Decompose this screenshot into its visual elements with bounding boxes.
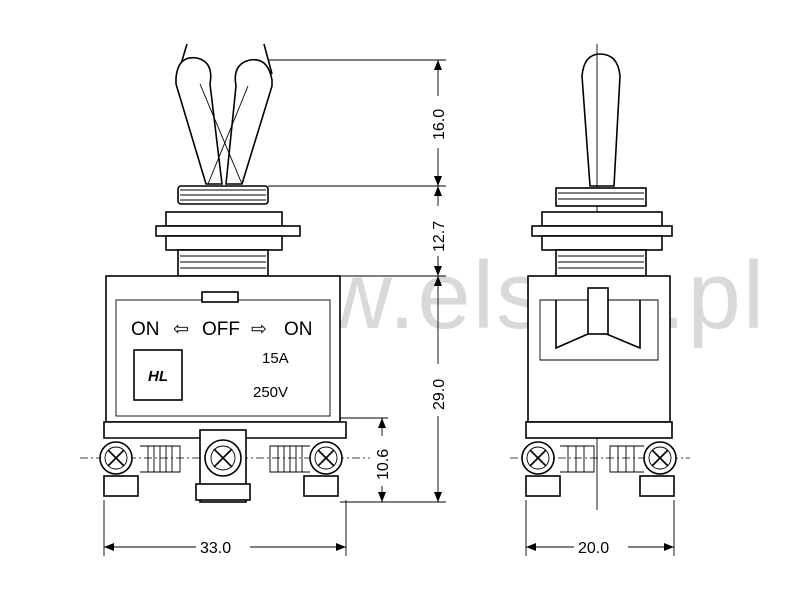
arrow-left-icon: ⇦ (173, 319, 189, 340)
label-off: OFF (202, 319, 240, 340)
dimension-lines (103, 59, 675, 556)
front-terminals (80, 421, 370, 503)
dim-width-front: 33.0 (200, 540, 231, 557)
side-terminals (510, 421, 690, 497)
arrow-right-icon: ⇨ (251, 319, 267, 340)
dim-terminal-height: 10.6 (375, 449, 392, 480)
front-body: HL (105, 275, 341, 423)
dim-bushing-height: 12.7 (431, 221, 448, 252)
label-on-left: ON (131, 319, 160, 340)
label-on-right: ON (284, 319, 313, 340)
dim-lever-travel: 16.0 (431, 109, 448, 140)
logo-box (133, 349, 183, 401)
side-lever (581, 53, 621, 187)
front-view: HL ON ⇦ OFF ⇨ ON 15A 250V (80, 43, 370, 503)
side-view (510, 44, 690, 510)
voltage-rating: 250V (253, 384, 288, 401)
dim-body-height: 29.0 (431, 379, 448, 410)
side-body (527, 275, 671, 423)
front-lever-right (225, 43, 273, 185)
dim-width-side: 20.0 (578, 540, 609, 557)
brand-logo-text: HL (148, 368, 168, 385)
front-lever-left (175, 43, 223, 185)
current-rating: 15A (262, 350, 289, 367)
front-bushing (155, 185, 301, 277)
